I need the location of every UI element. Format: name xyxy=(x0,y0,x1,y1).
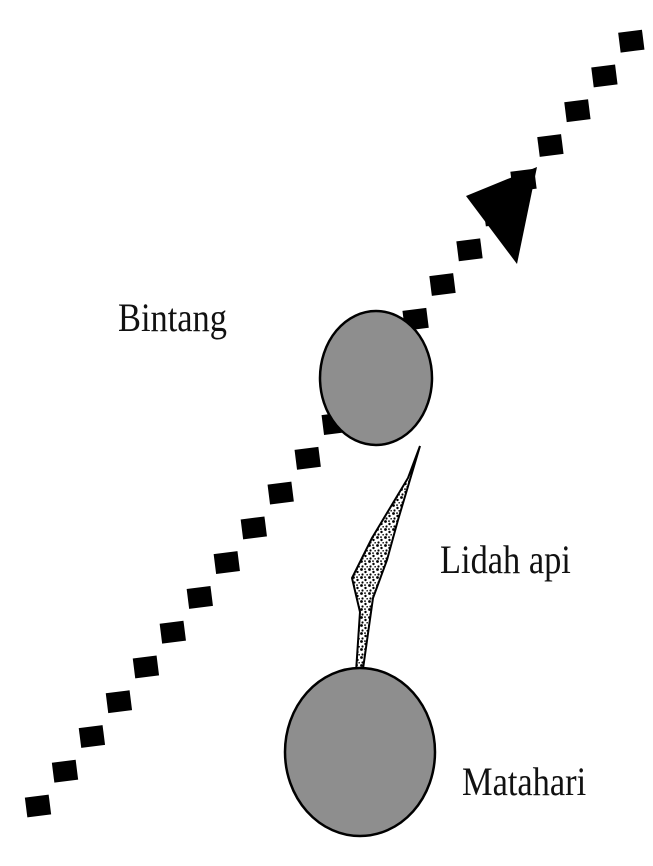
trajectory-dash xyxy=(267,481,294,505)
direction-arrowhead xyxy=(466,167,537,264)
trajectory-dash xyxy=(618,29,645,53)
trajectory-dash xyxy=(159,620,186,644)
trajectory-dash xyxy=(456,238,483,262)
trajectory-dash xyxy=(186,585,213,609)
sun-body xyxy=(283,666,437,838)
trajectory-dash xyxy=(429,273,456,296)
solar-flare-shape xyxy=(350,445,421,678)
trajectory-dash xyxy=(51,759,79,783)
sun-label: Matahari xyxy=(462,759,587,804)
trajectory-dash xyxy=(132,655,160,679)
trajectory-dash xyxy=(564,99,591,123)
trajectory-dash xyxy=(213,551,240,575)
flare-label: Lidah api xyxy=(440,537,571,582)
trajectory-dash xyxy=(78,725,106,748)
trajectory-dash xyxy=(591,64,618,88)
star-body xyxy=(318,309,434,447)
trajectory-dash xyxy=(105,690,133,714)
trajectory-dash xyxy=(537,134,564,157)
star-label: Bintang xyxy=(118,295,227,340)
trajectory-dash xyxy=(240,516,267,540)
trajectory-dash xyxy=(294,446,321,470)
trajectory-dash xyxy=(24,794,52,818)
